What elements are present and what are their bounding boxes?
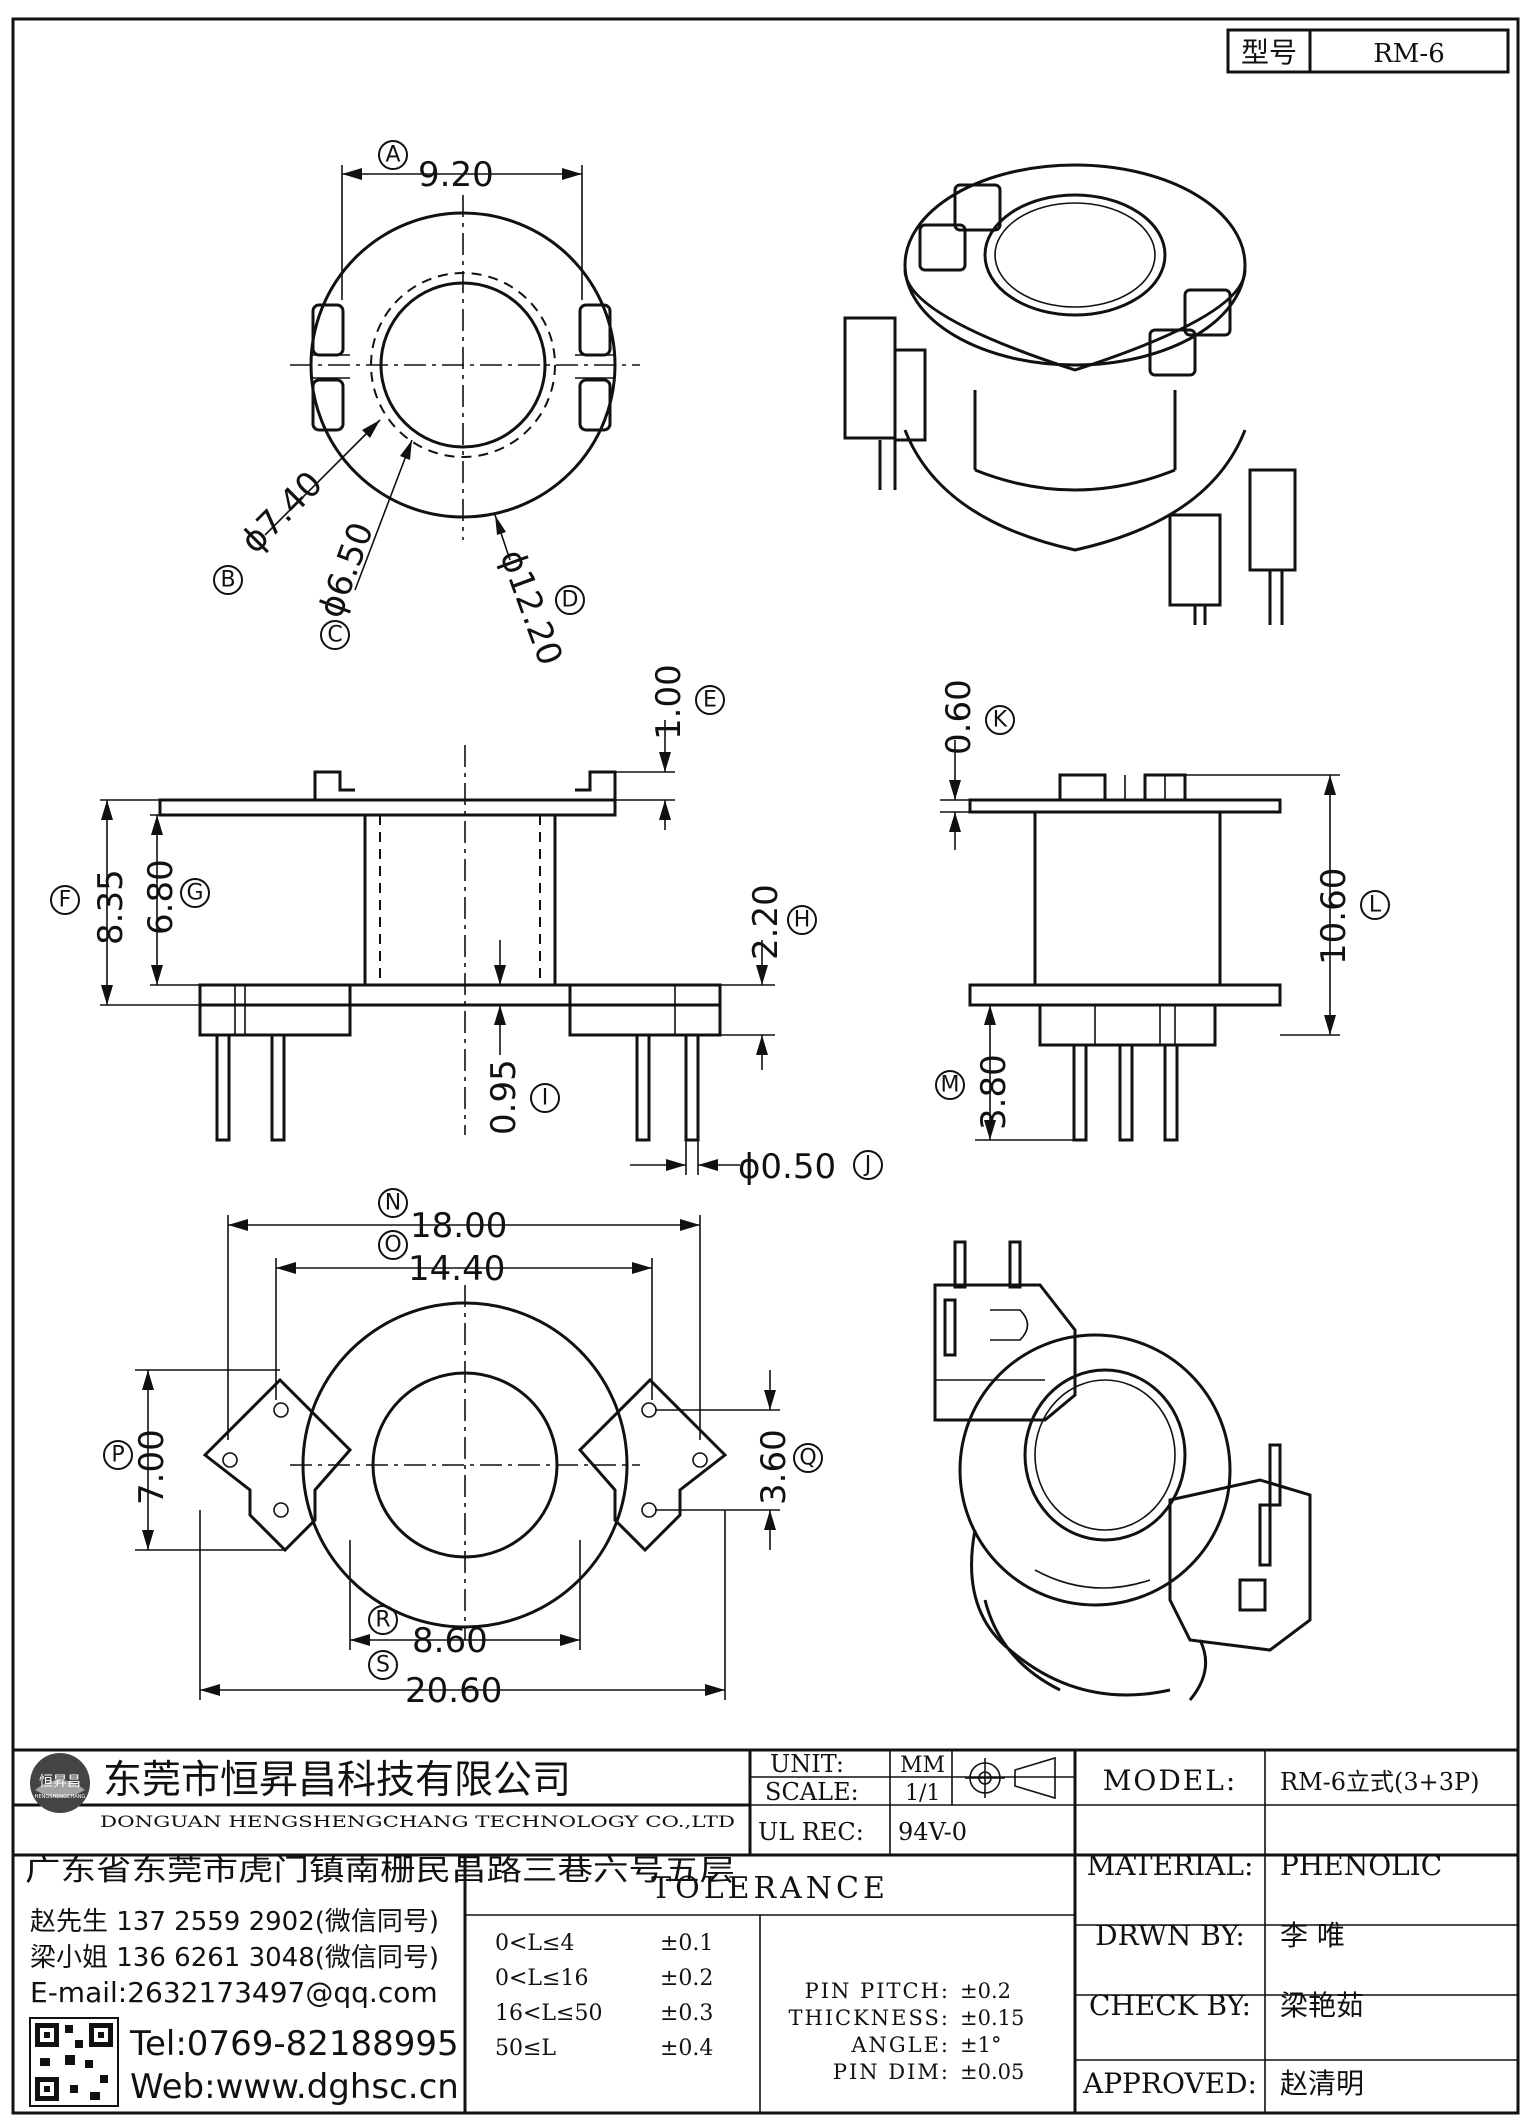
- svg-text:G: G: [186, 881, 203, 906]
- svg-text:A: A: [385, 143, 400, 168]
- title-block: 恒昇昌 HENGSHENGCHANG 东莞市恒昇昌科技有限公司 DONGUAN …: [13, 1748, 1518, 2113]
- side-view: 0.60 K 10.60 L 3.80 M: [935, 679, 1390, 1142]
- svg-text:B: B: [220, 568, 235, 593]
- model-value: RM-6立式(3+3P): [1280, 1768, 1480, 1796]
- tol-extra-label-2: ANGLE:: [850, 2033, 950, 2057]
- material-value: PHENOLIC: [1280, 1849, 1442, 1882]
- contact-2: 梁小姐 136 6261 3048(微信同号): [30, 1943, 439, 1973]
- model-label: MODEL:: [1103, 1764, 1238, 1797]
- iso-view-top: [843, 163, 1297, 625]
- svg-text:F: F: [59, 888, 72, 913]
- dim-I: 0.95: [484, 1059, 524, 1135]
- header-model-value: RM-6: [1373, 39, 1445, 69]
- tol-extra-value-3: ±0.05: [960, 2060, 1024, 2084]
- dim-R: 8.60: [412, 1621, 488, 1661]
- web: Web:www.dghsc.cn: [130, 2067, 459, 2107]
- dim-M: 3.80: [974, 1054, 1014, 1130]
- svg-text:O: O: [384, 1233, 401, 1258]
- dim-N: 18.00: [410, 1206, 507, 1246]
- tol-extra-label-0: PIN PITCH:: [805, 1979, 950, 2003]
- svg-text:L: L: [1369, 893, 1382, 918]
- dim-J: ϕ0.50: [738, 1147, 836, 1187]
- check-value: 梁艳茹: [1280, 1989, 1364, 2022]
- svg-text:K: K: [993, 708, 1008, 733]
- tol-extra-value-0: ±0.2: [960, 1979, 1011, 2003]
- tol-value-0: ±0.1: [660, 1931, 713, 1956]
- tol-extra-label-3: PIN DIM:: [833, 2060, 950, 2084]
- tol-range-0: 0<L≤4: [495, 1931, 574, 1956]
- svg-text:H: H: [794, 908, 811, 933]
- company-name-en: DONGUAN HENGSHENGCHANG TECHNOLOGY CO.,LT…: [100, 1812, 735, 1831]
- ulrec-value: 94V-0: [898, 1818, 967, 1846]
- tol-value-2: ±0.3: [660, 2001, 713, 2026]
- scale-value: 1/1: [905, 1781, 940, 1806]
- dim-E: 1.00: [649, 664, 689, 740]
- dim-L: 10.60: [1314, 868, 1354, 965]
- svg-text:J: J: [863, 1153, 872, 1178]
- contact-1: 赵先生 137 2559 2902(微信同号): [30, 1907, 439, 1937]
- drwn-value: 李 唯: [1280, 1919, 1345, 1952]
- dim-H: 2.20: [746, 884, 786, 960]
- svg-text:S: S: [376, 1653, 390, 1678]
- dim-O: 14.40: [408, 1249, 505, 1289]
- svg-text:Q: Q: [799, 1446, 816, 1471]
- svg-text:D: D: [562, 588, 579, 613]
- svg-text:R: R: [375, 1608, 390, 1633]
- dim-F: 8.35: [91, 869, 131, 945]
- svg-text:E: E: [703, 688, 717, 713]
- tol-range-3: 50≤L: [495, 2036, 556, 2061]
- scale-label: SCALE:: [765, 1778, 859, 1806]
- dim-B: ϕ7.40: [233, 464, 331, 562]
- dim-S: 20.60: [405, 1671, 502, 1711]
- svg-text:M: M: [941, 1073, 960, 1098]
- projection-symbol-icon: [965, 1756, 1056, 1800]
- svg-text:N: N: [385, 1191, 401, 1216]
- check-label: CHECK BY:: [1089, 1989, 1251, 2022]
- logo-subtext: HENGSHENGCHANG: [35, 1794, 86, 1800]
- approved-value: 赵清明: [1280, 2067, 1364, 2100]
- company-name-cn: 东莞市恒昇昌科技有限公司: [103, 1758, 571, 1803]
- svg-text:P: P: [111, 1443, 124, 1468]
- bottom-view: 18.00 N 14.40 O 7.00 P 3.60 Q 8.60 R: [103, 1188, 823, 1711]
- logo-text: 恒昇昌: [39, 1774, 81, 1790]
- tol-value-3: ±0.4: [660, 2036, 713, 2061]
- dim-K: 0.60: [939, 679, 979, 755]
- tel: Tel:0769-82188995: [129, 2024, 459, 2064]
- svg-text:I: I: [542, 1086, 549, 1111]
- iso-view-bottom: [933, 1240, 1312, 1701]
- tol-range-1: 0<L≤16: [495, 1966, 588, 1991]
- dim-G: 6.80: [141, 859, 181, 935]
- material-label: MATERIAL:: [1087, 1849, 1254, 1882]
- top-view: 9.20 A ϕ7.40 B ϕ6.50 C ϕ12.20 D: [213, 140, 640, 671]
- dim-P: 7.00: [132, 1429, 172, 1505]
- dim-C: ϕ6.50: [311, 517, 382, 623]
- svg-text:C: C: [327, 623, 342, 648]
- header-model-box: 型号 RM-6: [1226, 28, 1510, 74]
- tolerance-title: TOLERANCE: [651, 1871, 889, 1906]
- tol-range-2: 16<L≤50: [495, 2001, 602, 2026]
- unit-value: MM: [900, 1753, 945, 1778]
- email: E-mail:2632173497@qq.com: [30, 1976, 438, 2009]
- dim-A: 9.20: [418, 155, 494, 195]
- tol-extra-label-1: THICKNESS:: [788, 2006, 950, 2030]
- tol-extra-value-2: ±1°: [960, 2033, 1001, 2057]
- approved-label: APPROVED:: [1082, 2067, 1257, 2100]
- dim-Q: 3.60: [754, 1429, 794, 1505]
- tol-extra-value-1: ±0.15: [960, 2006, 1024, 2030]
- drwn-label: DRWN BY:: [1095, 1919, 1245, 1952]
- sheet-border: [11, 17, 1520, 2115]
- tol-value-1: ±0.2: [660, 1966, 713, 1991]
- ulrec-label: UL REC:: [758, 1818, 864, 1846]
- unit-label: UNIT:: [770, 1750, 844, 1778]
- header-model-label: 型号: [1241, 36, 1297, 69]
- company-address: 广东省东莞市虎门镇南栅民昌路三巷六号五层: [25, 1853, 735, 1887]
- front-view: 1.00 E 8.35 F 6.80 G 2.20 H 0.95 I: [50, 664, 883, 1187]
